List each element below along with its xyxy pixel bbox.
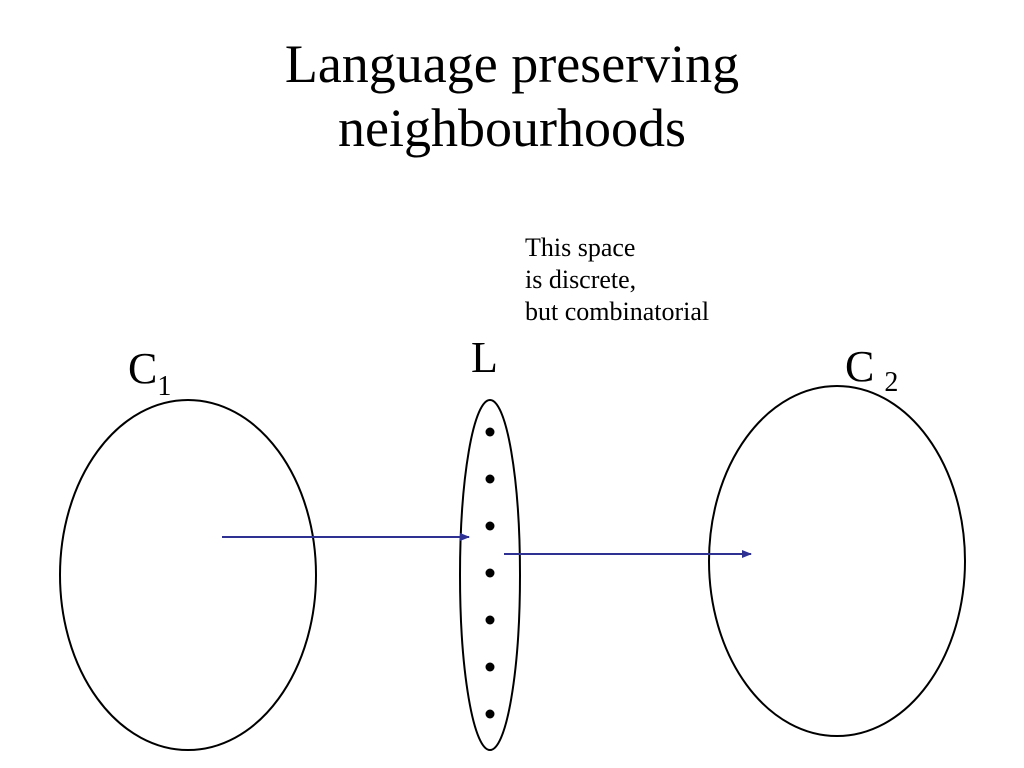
label-c2-subscript: 2 (884, 367, 899, 398)
l-points (485, 427, 495, 719)
l-ellipse (459, 399, 521, 751)
label-c1: C1 (128, 344, 171, 403)
label-c1-subscript: 1 (157, 371, 172, 402)
annotation-line-3: but combinatorial (525, 297, 710, 326)
l-point (485, 615, 495, 625)
l-point (485, 709, 495, 719)
space-annotation: This space is discrete, but combinatoria… (525, 232, 709, 328)
annotation-line-2: is discrete, (525, 265, 637, 294)
c1-ellipse (59, 399, 317, 751)
l-point (485, 662, 495, 672)
title-line-2: neighbourhoods (338, 98, 686, 158)
label-l: L (471, 333, 498, 382)
c2-ellipse (708, 385, 966, 737)
l-point (485, 521, 495, 531)
annotation-line-1: This space (525, 233, 636, 262)
l-point (485, 427, 495, 437)
label-c2-main: C (845, 342, 875, 391)
slide-title: Language preserving neighbourhoods (0, 32, 1024, 160)
l-point (485, 474, 495, 484)
l-point (485, 568, 495, 578)
title-line-1: Language preserving (284, 34, 740, 94)
label-c1-main: C (128, 344, 158, 393)
